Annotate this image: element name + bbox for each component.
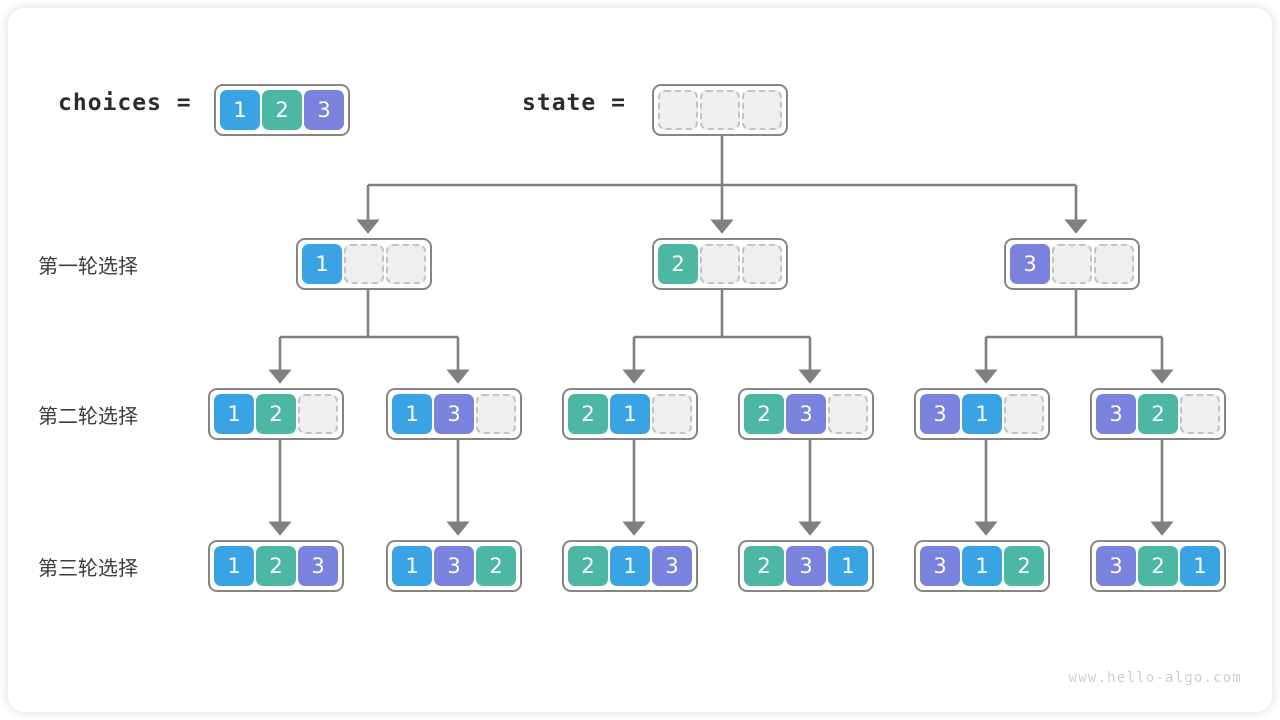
state-cell-2-empty (700, 90, 740, 130)
round2-node6-cell-2: 2 (1138, 394, 1178, 434)
round3-node3-cell-2: 1 (610, 546, 650, 586)
round2-node1-cell-1: 1 (214, 394, 254, 434)
round3-node4-cell-3: 1 (828, 546, 868, 586)
round1-node3-cell-1: 3 (1010, 244, 1050, 284)
choices-label: choices = (58, 90, 192, 116)
round3-node5-cell-2: 1 (962, 546, 1002, 586)
round3-node3-cell-1: 2 (568, 546, 608, 586)
round1-node-3: 3 (1004, 238, 1140, 290)
round2-node6-cell-3-empty (1180, 394, 1220, 434)
round3-node6-cell-2: 2 (1138, 546, 1178, 586)
round2-node6-cell-1: 3 (1096, 394, 1136, 434)
round2-node1-cell-2: 2 (256, 394, 296, 434)
round3-node5-cell-1: 3 (920, 546, 960, 586)
round3-node6-cell-1: 3 (1096, 546, 1136, 586)
round2-node2-cell-1: 1 (392, 394, 432, 434)
row-label-round-1: 第一轮选择 (38, 254, 138, 278)
round2-node5-cell-1: 3 (920, 394, 960, 434)
state-cell-1-empty (658, 90, 698, 130)
choices-cell-2: 2 (262, 90, 302, 130)
round3-node4-cell-1: 2 (744, 546, 784, 586)
round1-node3-cell-2-empty (1052, 244, 1092, 284)
round3-node2-cell-3: 2 (476, 546, 516, 586)
round1-node-1: 1 (296, 238, 432, 290)
round3-node2-cell-2: 3 (434, 546, 474, 586)
choices-cell-1: 1 (220, 90, 260, 130)
round1-node2-cell-2-empty (700, 244, 740, 284)
state-cell-3-empty (742, 90, 782, 130)
round2-node4-cell-2: 3 (786, 394, 826, 434)
round2-node2-cell-3-empty (476, 394, 516, 434)
round3-node1-cell-3: 3 (298, 546, 338, 586)
round1-node1-cell-1: 1 (302, 244, 342, 284)
round3-node3-cell-3: 3 (652, 546, 692, 586)
round1-node1-cell-3-empty (386, 244, 426, 284)
round3-node4-cell-2: 3 (786, 546, 826, 586)
round3-node1-cell-2: 2 (256, 546, 296, 586)
round1-node2-cell-3-empty (742, 244, 782, 284)
round2-node3-cell-3-empty (652, 394, 692, 434)
round2-node4-cell-3-empty (828, 394, 868, 434)
round1-node1-cell-2-empty (344, 244, 384, 284)
round3-node6-cell-3: 1 (1180, 546, 1220, 586)
choices-cell-3: 3 (304, 90, 344, 130)
row-label-round-2: 第二轮选择 (38, 404, 138, 428)
round3-node1-cell-1: 1 (214, 546, 254, 586)
round1-node-2: 2 (652, 238, 788, 290)
state-array (652, 84, 788, 136)
watermark: www.hello-algo.com (1068, 670, 1242, 686)
row-label-round-3: 第三轮选择 (38, 556, 138, 580)
round3-node2-cell-1: 1 (392, 546, 432, 586)
round2-node5-cell-3-empty (1004, 394, 1044, 434)
round3-node5-cell-3: 2 (1004, 546, 1044, 586)
state-label: state = (522, 90, 626, 116)
round2-node2-cell-2: 3 (434, 394, 474, 434)
round2-node3-cell-2: 1 (610, 394, 650, 434)
round2-node5-cell-2: 1 (962, 394, 1002, 434)
round2-node3-cell-1: 2 (568, 394, 608, 434)
round2-node4-cell-1: 2 (744, 394, 784, 434)
round1-node3-cell-3-empty (1094, 244, 1134, 284)
round1-node2-cell-1: 2 (658, 244, 698, 284)
round2-node1-cell-3-empty (298, 394, 338, 434)
